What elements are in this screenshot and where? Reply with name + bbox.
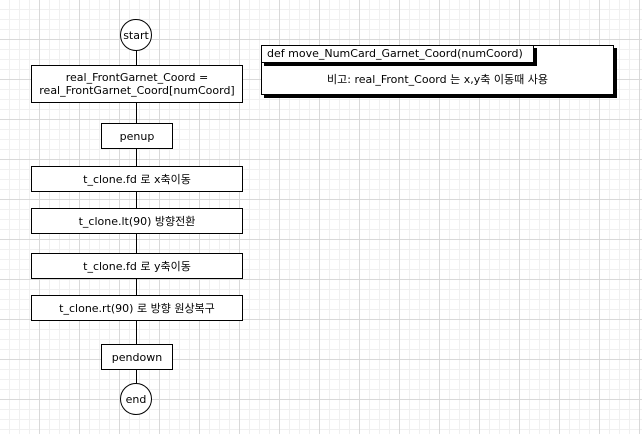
fd-y-label: t_clone.fd 로 y축이동 bbox=[83, 259, 191, 273]
pendown-label: pendown bbox=[111, 350, 163, 364]
rt-label: t_clone.rt(90) 로 방향 원상복구 bbox=[59, 301, 215, 315]
fd-y-step[interactable]: t_clone.fd 로 y축이동 bbox=[31, 253, 243, 279]
penup-label: penup bbox=[119, 129, 155, 143]
flow-connector bbox=[136, 148, 137, 166]
function-def-comment: 비고: real_Front_Coord 는 x,y축 이동때 사용 bbox=[327, 73, 548, 86]
flow-connector bbox=[136, 278, 137, 295]
end-label: end bbox=[125, 392, 147, 406]
assign-step-line1: real_FrontGarnet_Coord = bbox=[65, 71, 209, 84]
start-node[interactable]: start bbox=[120, 19, 152, 51]
flow-connector bbox=[136, 320, 137, 344]
lt-label: t_clone.lt(90) 방향전환 bbox=[78, 214, 196, 228]
flow-connector bbox=[136, 233, 137, 253]
fd-x-step[interactable]: t_clone.fd 로 x축이동 bbox=[31, 166, 243, 192]
rt-step[interactable]: t_clone.rt(90) 로 방향 원상복구 bbox=[31, 295, 243, 321]
start-label: start bbox=[123, 28, 149, 42]
pendown-step[interactable]: pendown bbox=[101, 344, 173, 370]
lt-step[interactable]: t_clone.lt(90) 방향전환 bbox=[31, 208, 243, 234]
penup-step[interactable]: penup bbox=[101, 123, 173, 149]
function-def-panel[interactable]: def move_NumCard_Garnet_Coord(numCoord) … bbox=[261, 45, 614, 95]
end-node[interactable]: end bbox=[120, 383, 152, 415]
fd-x-label: t_clone.fd 로 x축이동 bbox=[83, 172, 191, 186]
flow-connector bbox=[136, 102, 137, 123]
flow-connector bbox=[136, 369, 137, 383]
flow-connector bbox=[136, 50, 137, 65]
assign-step[interactable]: real_FrontGarnet_Coord = real_FrontGarne… bbox=[31, 65, 243, 103]
function-def-title: def move_NumCard_Garnet_Coord(numCoord) bbox=[261, 45, 534, 63]
assign-step-line2: real_FrontGarnet_Coord[numCoord] bbox=[39, 84, 235, 97]
flow-connector bbox=[136, 191, 137, 208]
